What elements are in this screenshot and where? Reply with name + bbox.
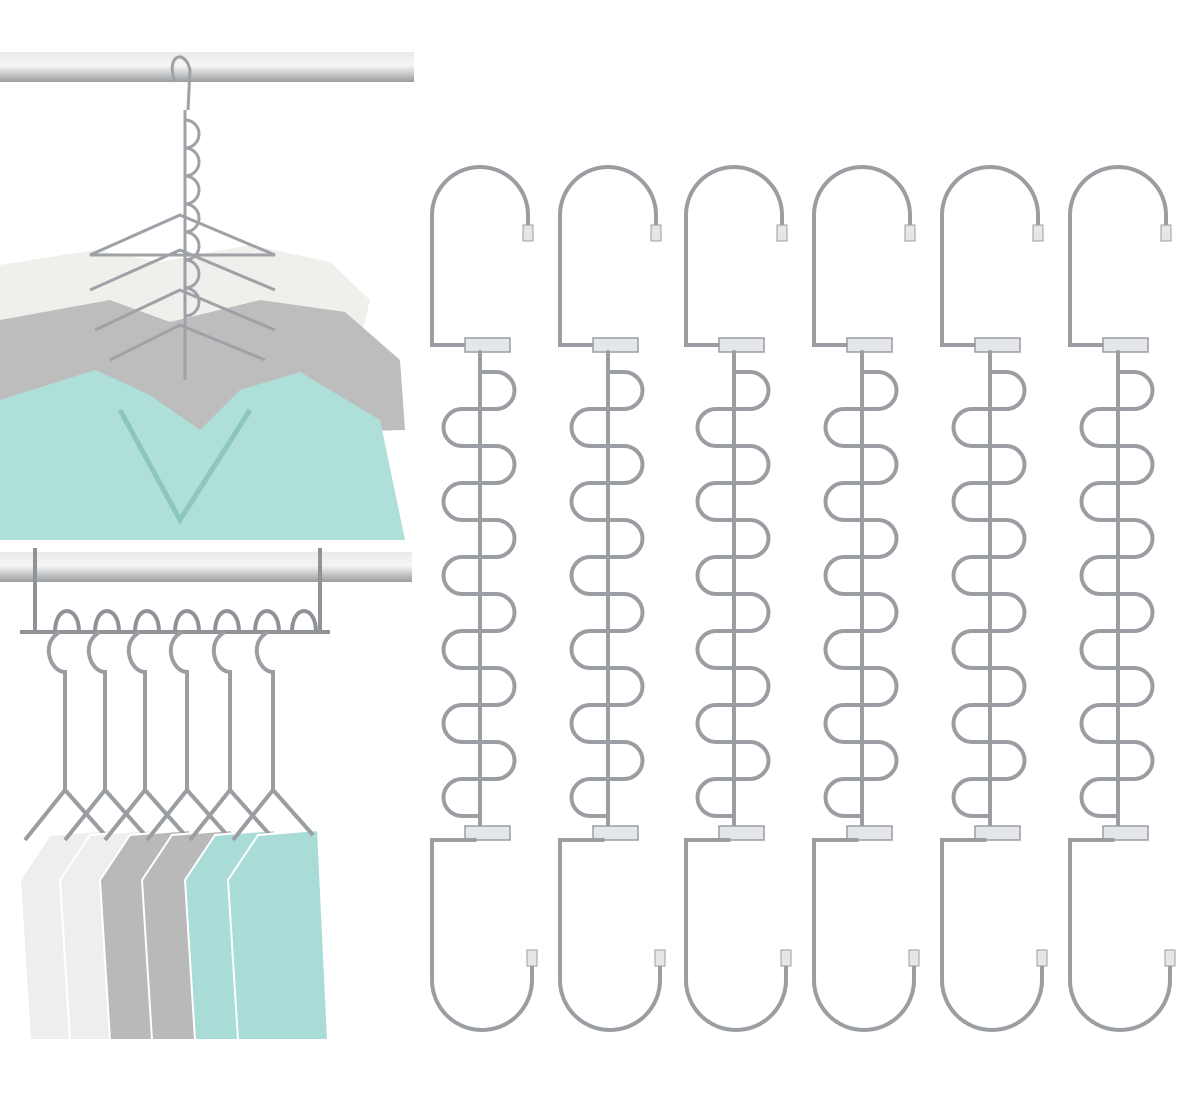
bottom-hook [558, 838, 662, 1032]
closet-rod-bottom [0, 552, 412, 582]
bottom-closet-rod-scene [0, 548, 412, 1041]
swivel-joint [1102, 825, 1149, 841]
s-loops [695, 370, 771, 818]
hook-tip-cap [654, 949, 666, 967]
hook-hanger [812, 165, 920, 1032]
top-hook [430, 165, 530, 347]
swivel-joint [718, 337, 765, 353]
hook-tip-cap [526, 949, 538, 967]
hook-tip-cap [1036, 949, 1048, 967]
swivel-joint [974, 337, 1021, 353]
top-hook [812, 165, 912, 347]
bottom-hook [684, 838, 788, 1032]
swivel-joint [592, 337, 639, 353]
top-hook [684, 165, 784, 347]
shirt-on-hanger [226, 630, 330, 1041]
swivel-joint [846, 825, 893, 841]
horizontal-hanger [20, 548, 330, 634]
s-loops [569, 370, 645, 818]
s-loops [951, 370, 1027, 818]
cascade-hanger [89, 55, 276, 380]
bottom-hook [812, 838, 916, 1032]
hook-tip-cap [908, 949, 920, 967]
bottom-hook [940, 838, 1044, 1032]
hook-tip-cap [1032, 224, 1044, 242]
closet-rod-top [0, 52, 414, 82]
swivel-joint [718, 825, 765, 841]
shirt-mint [0, 370, 405, 540]
top-hook [1068, 165, 1168, 347]
swivel-joint [846, 337, 893, 353]
s-loops [1079, 370, 1155, 818]
hook-tip-cap [1160, 224, 1172, 242]
hook-tip-cap [904, 224, 916, 242]
hook-tip-cap [780, 949, 792, 967]
top-hook [940, 165, 1040, 347]
hook-hanger [684, 165, 792, 1032]
hook-hanger [558, 165, 666, 1032]
hook-tip-cap [1164, 949, 1176, 967]
hook-tip-cap [776, 224, 788, 242]
hook-hangers [430, 165, 1176, 1032]
s-loops [823, 370, 899, 818]
s-loops [441, 370, 517, 818]
bottom-hook [430, 838, 534, 1032]
bottom-hook [1068, 838, 1172, 1032]
metal-hanger [231, 630, 315, 842]
swivel-joint [592, 825, 639, 841]
hook-hanger [430, 165, 538, 1032]
metal-hanger [188, 630, 272, 842]
hook-tip-cap [522, 224, 534, 242]
metal-hanger [145, 630, 229, 842]
swivel-joint [464, 825, 511, 841]
top-closet-rod-scene [0, 52, 414, 540]
swivel-joint [1102, 337, 1149, 353]
shirt [226, 828, 330, 1041]
swivel-joint [974, 825, 1021, 841]
hook-hanger [940, 165, 1048, 1032]
hook-tip-cap [650, 224, 662, 242]
swivel-joint [464, 337, 511, 353]
top-hook [558, 165, 658, 347]
shirt-hangers [18, 630, 330, 1041]
hook-hanger [1068, 165, 1176, 1032]
metal-hanger [103, 630, 187, 842]
shirt-mint-collar [117, 408, 253, 525]
